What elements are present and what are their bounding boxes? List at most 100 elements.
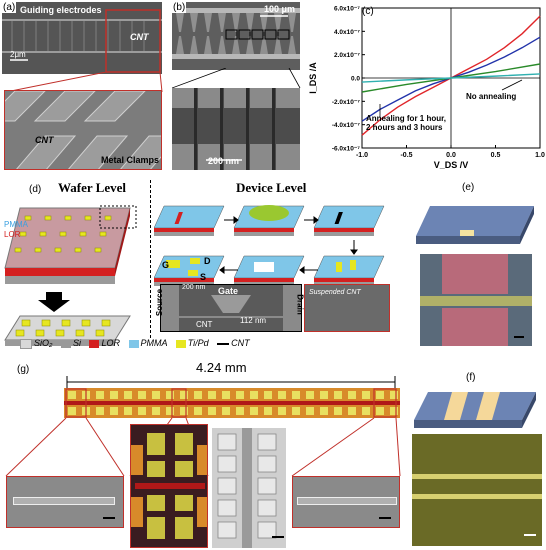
pmma-label: PMMA [4, 220, 28, 229]
panel-a-top-image: Guiding electrodes CNT 2μm [2, 2, 162, 74]
sem-image-f [412, 434, 542, 546]
sem-image-g-left [6, 476, 124, 528]
y-tick-label: 2.0x10⁻⁷ [334, 52, 360, 59]
panel-label-c: (c) [362, 6, 374, 17]
pad-bottom [442, 308, 508, 346]
suspended-cnt-inset: Suspended CNT [304, 284, 390, 332]
channel-top [412, 474, 542, 479]
legend-text: SiO₂ [34, 338, 53, 348]
legend-swatch [20, 338, 32, 349]
nanogap-image [172, 88, 300, 170]
cnt-label-bottom: CNT [35, 135, 54, 145]
x-tick-label: -1.0 [356, 152, 368, 159]
scale-bar-g-left [103, 517, 115, 519]
cnt-label-top: CNT [130, 32, 149, 42]
zoom-lines-a [5, 72, 163, 92]
panel-label-b: (b) [172, 2, 187, 13]
d-label: D [204, 256, 211, 266]
device-sem-image [160, 284, 302, 332]
legend-item-lor: LOR [83, 338, 120, 348]
g-label: G [162, 260, 170, 270]
pad-top [442, 254, 508, 294]
legend-swatch [60, 339, 71, 348]
legend-item-si: Si [55, 338, 81, 348]
gate-label: Gate [218, 286, 239, 296]
zoom-lines-b [172, 68, 301, 88]
panel-c: -1.0 -0.5 0.0 0.5 1.0 -6.0x10⁻⁷ -4.0x10⁻⁷ -2.0x… [306, 0, 546, 172]
panel-b-top-image: 100 μm [172, 2, 300, 70]
y-tick-label: -4.0x10⁻⁷ [332, 122, 360, 129]
wafer-level-title: Wafer Level [58, 180, 126, 195]
chip-strip [64, 388, 400, 418]
divider-line [150, 180, 151, 338]
y-axis-label: I_DS /A [308, 62, 318, 94]
legend: SiO₂ Si LOR PMMA Ti/Pd CNT [14, 338, 404, 349]
scale-bar-a-top: 2μm [10, 50, 26, 59]
panel-label-f: (f) [466, 372, 476, 383]
scale-bar-b-top: 100 μm [264, 4, 296, 14]
wafer-level-diagram [4, 205, 137, 346]
legend-item-cnt: CNT [211, 338, 250, 348]
panel-g: (g) 4.24 mm [0, 358, 404, 550]
nanowire [13, 497, 115, 505]
x-tick-label: 0.5 [491, 152, 501, 159]
suspended-cnt-label: Suspended CNT [309, 289, 361, 296]
annotation-annealing: Annealing for 1 hour, 2 hours and 3 hour… [366, 114, 447, 132]
metal-clamps-label: Metal Clamps [101, 155, 160, 165]
sem-image-g-middle [212, 428, 286, 548]
scale-bar-b-bottom: 200 nm [208, 156, 240, 166]
panel-d: (d) Wafer Level Device Level PMMA LOR [0, 176, 404, 354]
y-tick-label: 6.0x10⁻⁷ [334, 6, 360, 13]
legend-text: CNT [231, 338, 250, 348]
nanowire-right [297, 497, 397, 505]
panel-label-e: (e) [462, 182, 475, 193]
panel-a-bottom-image: CNT Metal Clamps [4, 90, 162, 170]
panel-e: (e) [410, 178, 546, 348]
legend-swatch [89, 339, 100, 348]
legend-text: PMMA [140, 338, 168, 348]
x-tick-label: 0.0 [446, 152, 456, 159]
channel [420, 296, 532, 306]
panel-b-bottom-image: 200 nm [172, 88, 300, 170]
x-tick-label: 1.0 [535, 152, 545, 159]
scale-bar-e [514, 336, 524, 338]
legend-item-pmma: PMMA [123, 338, 168, 348]
x-tick-label: -0.5 [400, 152, 412, 159]
y-tick-label: -2.0x10⁻⁷ [332, 99, 360, 106]
annotation-no-annealing: No annealing [466, 92, 517, 101]
electrode-comb-image [172, 2, 300, 70]
chip-render-e [416, 206, 534, 244]
iv-chart: -1.0 -0.5 0.0 0.5 1.0 -6.0x10⁻⁷ -4.0x10⁻⁷ -2.0x… [308, 6, 545, 171]
y-tick-label: 0.0 [351, 76, 360, 83]
sem-image-g-right [292, 476, 400, 528]
legend-text: LOR [101, 338, 120, 348]
annotation-arrow-2 [501, 79, 523, 91]
scale-bar-f [524, 534, 536, 536]
lor-label: LOR [4, 230, 21, 239]
panel-label-d: (d) [28, 184, 43, 195]
panel-f: (f) [410, 372, 546, 550]
length-label: 4.24 mm [196, 360, 247, 375]
legend-swatch [128, 339, 139, 348]
length-dimension-line [66, 376, 396, 388]
y-tick-label: -6.0x10⁻⁷ [332, 146, 360, 153]
electrode-array-image [2, 2, 162, 74]
scale-bar-d: 200 nm [182, 284, 206, 291]
y-tick-label: 4.0x10⁻⁷ [334, 29, 360, 36]
metal-clamps-image [5, 91, 161, 169]
guiding-electrodes-label: Guiding electrodes [20, 5, 102, 15]
x-axis-label: V_DS /V [434, 160, 469, 170]
legend-item-tipd: Ti/Pd [170, 338, 209, 348]
dimension-label: 112 nm [240, 316, 267, 325]
series-line-3 [361, 73, 541, 83]
legend-item-sio2: SiO₂ [14, 338, 53, 349]
panel-a: Guiding electrodes CNT 2μm (a) CNT Metal… [0, 0, 166, 172]
source-label: Source [155, 288, 165, 317]
layout-image-g [130, 424, 208, 548]
s-label: S [200, 272, 207, 282]
channel-bottom [412, 494, 542, 499]
device-level-title: Device Level [236, 180, 307, 195]
sem-image-e [420, 254, 532, 346]
cnt-label-d: CNT [196, 320, 213, 329]
legend-swatch [175, 339, 186, 348]
